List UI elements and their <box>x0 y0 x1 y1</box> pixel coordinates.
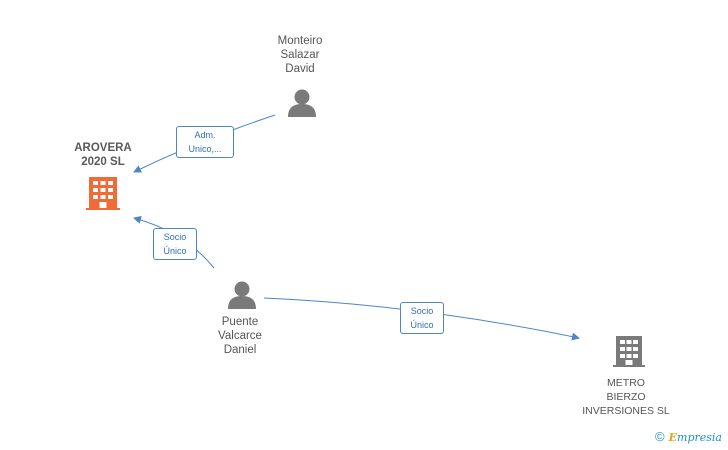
person-label-puente[interactable]: Puente Valcarce Daniel <box>218 316 262 356</box>
brand-logo-text: mpresia <box>677 431 722 444</box>
brand-logo-initial: E <box>668 431 678 444</box>
person-icon[interactable] <box>288 89 316 118</box>
copyright-icon: © <box>655 429 665 444</box>
company-label-arovera[interactable]: AROVERA 2020 SL <box>74 142 132 168</box>
company-label-metro[interactable]: METRO BIERZO INVERSIONES SL <box>582 377 670 417</box>
building-icon[interactable] <box>86 177 120 210</box>
brand-watermark: ©Empresia <box>655 429 722 444</box>
person-icon[interactable] <box>228 281 256 310</box>
building-icon[interactable] <box>613 336 645 367</box>
person-label-monteiro[interactable]: Monteiro Salazar David <box>277 35 323 75</box>
edge-label-adm-unico: Adm. Unico,... <box>176 126 234 158</box>
edge-label-socio-unico: Socio Único <box>153 228 197 260</box>
edge-label-socio-unico: Socio Único <box>400 302 444 334</box>
